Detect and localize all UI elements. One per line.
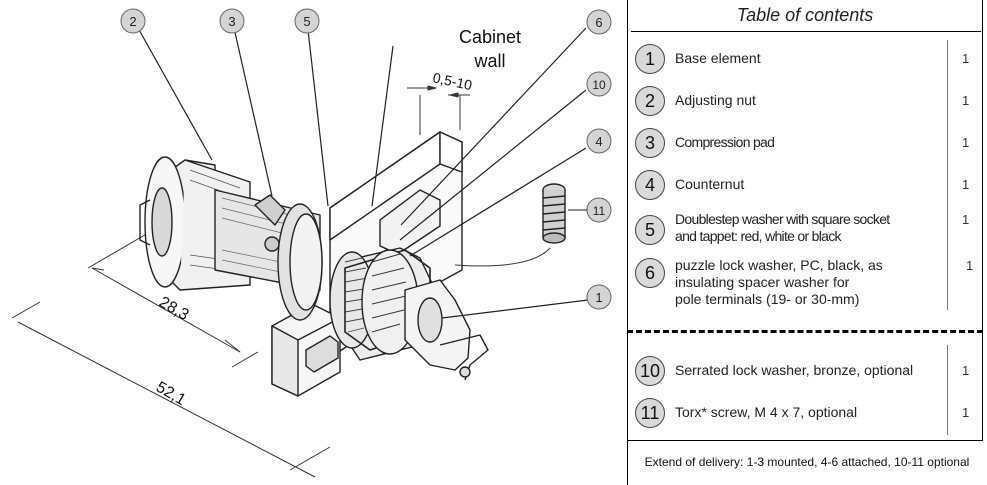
quantity-column-divider-lower [947,345,948,435]
callout-3-label: 3 [228,14,235,29]
toc-right-border [982,0,983,440]
item-description-line2: and tappet: red, white or black [675,228,842,244]
callout-6-label: 6 [595,15,602,30]
dimension-28-label: 28,3 [156,294,192,324]
item-description-line1: puzzle lock washer, PC, black, as [675,257,883,273]
callout-3: 3 [219,8,245,34]
assembly-drawing: 2 3 5 6 10 4 11 1 Cabinet wall 0,5-10 28… [11,8,612,478]
toc-left-border [627,0,628,485]
item-number-badge: 3 [635,128,665,158]
item-quantity: 1 [962,363,970,378]
callout-2-label: 2 [129,14,136,29]
item-description: Base element [675,50,761,66]
item-quantity: 1 [966,258,974,273]
optional-items-divider [627,330,983,333]
item-quantity: 1 [962,405,970,420]
table-of-contents: Table of contents 1 Base element 1 2 Adj… [627,0,985,485]
item-quantity: 1 [962,93,970,108]
torx-screw [454,183,566,267]
callout-11-label: 11 [593,204,606,218]
dimension-lines [11,85,470,478]
dimension-52-label: 52,1 [153,379,189,409]
dimension-small-label: 0,5-10 [431,69,473,93]
cabinet-wall [329,131,463,359]
item-description: Counternut [675,176,745,192]
item-number-badge: 1 [635,44,665,74]
callout-5-label: 5 [303,14,310,29]
item-number-badge: 5 [635,215,665,245]
callout-4: 4 [586,128,612,154]
toc-title-divider [631,31,981,32]
item-description-line2: insulating spacer washer for [675,274,850,290]
callout-10: 10 [586,71,612,97]
cabinet-label-line1: Cabinet [459,27,521,47]
item-number-badge: 10 [635,356,665,386]
toc-bottom-divider [627,440,983,441]
front-plug [404,279,489,381]
toc-title: Table of contents [736,5,874,25]
item-description: Adjusting nut [675,92,756,108]
doublestep-washer [277,203,323,321]
item-number-badge: 4 [635,170,665,200]
item-description: Torx* screw, M 4 x 7, optional [675,404,858,420]
item-description-line1: Doublestep washer with square socket [675,211,890,227]
callout-10-label: 10 [592,78,606,92]
callout-6: 6 [586,9,612,35]
callout-2: 2 [120,8,146,34]
lower-wall-block [271,303,341,397]
item-quantity: 1 [962,135,970,150]
item-description-line3: pole terminals (19- or 30-mm) [675,291,860,307]
item-number-badge: 11 [635,398,665,428]
item-description: Compression pad [675,134,775,150]
leader-lines [137,27,589,319]
callout-5: 5 [294,8,320,34]
quantity-column-divider [947,40,948,310]
delivery-note: Extend of delivery: 1-3 mounted, 4-6 att… [644,455,970,469]
item-quantity: 1 [962,51,970,66]
callout-4-label: 4 [595,134,602,149]
item-number-badge: 2 [635,86,665,116]
item-description: Serrated lock washer, bronze, optional [675,362,914,378]
item-number-badge: 6 [635,258,665,288]
item-quantity: 1 [962,177,970,192]
callout-1-label: 1 [595,290,602,305]
cabinet-label-line2: wall [473,51,505,71]
callout-1: 1 [586,284,612,310]
callout-11: 11 [568,197,612,223]
item-quantity: 1 [962,212,970,227]
